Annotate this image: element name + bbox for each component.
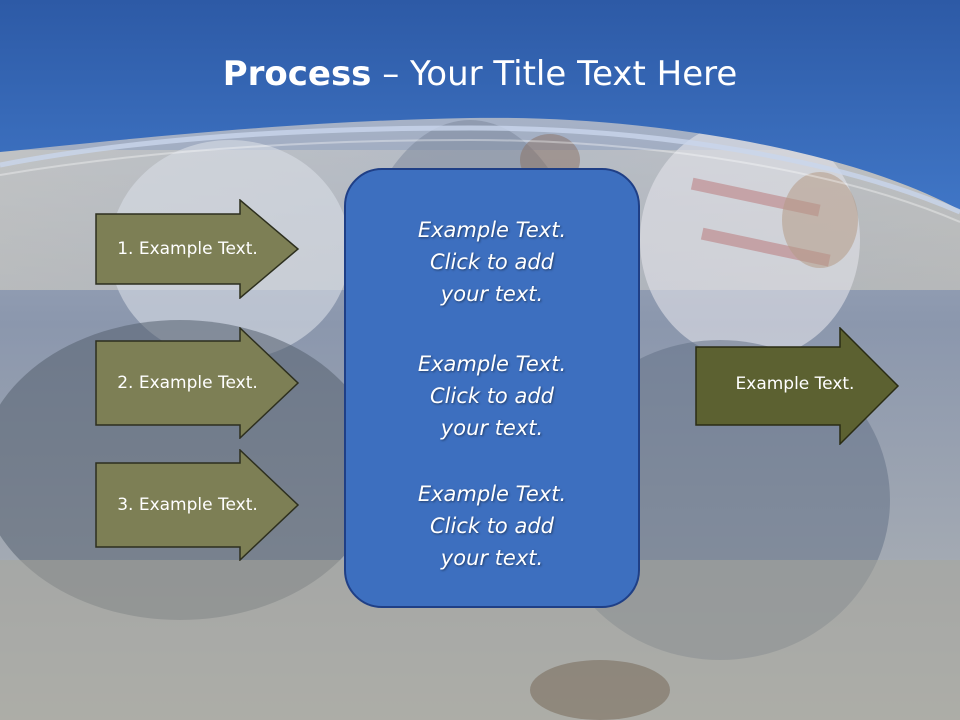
right-arrow[interactable]: Example Text. bbox=[695, 327, 900, 445]
left-arrow-2[interactable]: 2. Example Text. bbox=[95, 327, 300, 439]
right-arrow-label: Example Text. bbox=[735, 374, 855, 394]
slide-title: Process – Your Title Text Here bbox=[0, 52, 960, 96]
panel-text-1[interactable]: Example Text. Click to add your text. bbox=[417, 218, 567, 306]
left-arrow-3-label: 3. Example Text. bbox=[117, 495, 258, 515]
left-arrow-3[interactable]: 3. Example Text. bbox=[95, 449, 300, 561]
title-rest: – Your Title Text Here bbox=[371, 54, 738, 94]
left-arrow-1[interactable]: 1. Example Text. bbox=[95, 199, 300, 299]
left-arrow-1-label: 1. Example Text. bbox=[117, 239, 258, 259]
panel-text-3[interactable]: Example Text. Click to add your text. bbox=[417, 482, 567, 570]
center-text-panel[interactable]: Example Text. Click to add your text. Ex… bbox=[344, 168, 640, 608]
left-arrow-2-label: 2. Example Text. bbox=[117, 373, 258, 393]
title-bold: Process bbox=[222, 54, 372, 94]
panel-text-2[interactable]: Example Text. Click to add your text. bbox=[417, 352, 567, 440]
